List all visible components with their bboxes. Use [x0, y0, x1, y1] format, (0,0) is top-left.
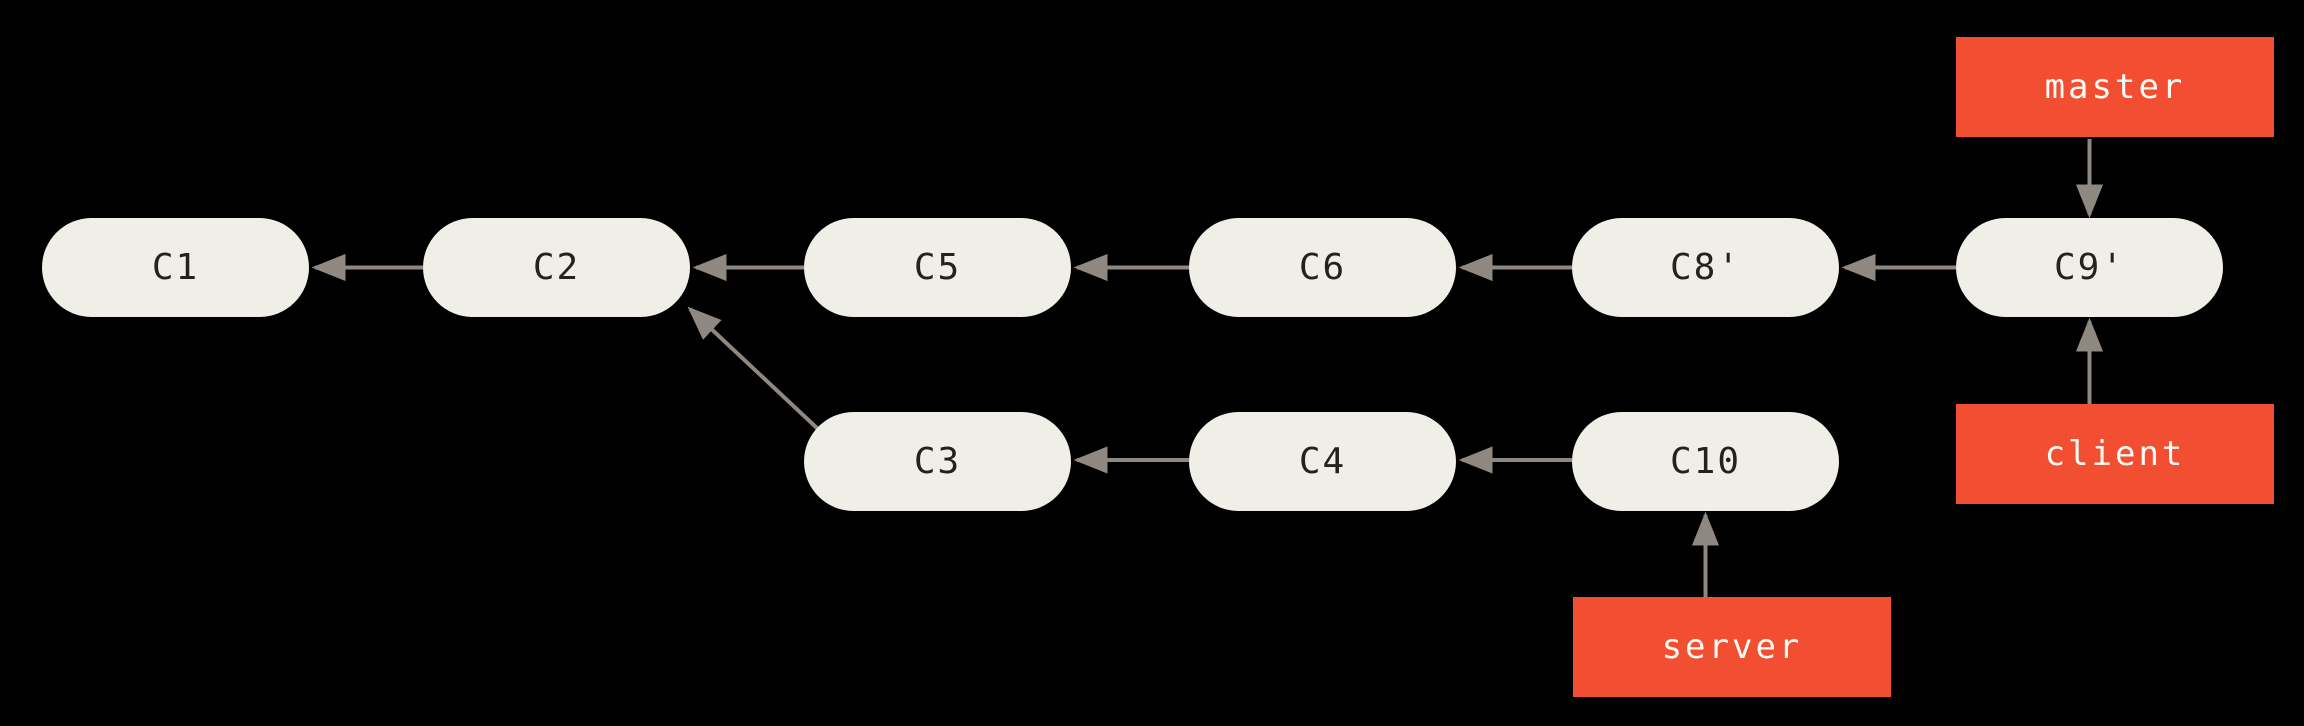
commit-node-c4: C4 — [1189, 412, 1456, 511]
commit-node-c8-prime: C8' — [1572, 218, 1839, 317]
commit-node-c6: C6 — [1189, 218, 1456, 317]
commit-label-c4: C4 — [1298, 441, 1347, 482]
commit-label-c3: C3 — [913, 441, 962, 482]
commit-label-c9-prime: C9' — [2053, 247, 2126, 288]
commit-label-c2: C2 — [532, 247, 581, 288]
branch-box-server: server — [1573, 597, 1891, 697]
commit-node-c10: C10 — [1572, 412, 1839, 511]
branch-box-master: master — [1956, 37, 2274, 137]
commit-label-c5: C5 — [913, 247, 962, 288]
branch-label-client: client — [2044, 434, 2186, 474]
commit-label-c10: C10 — [1669, 441, 1742, 482]
commit-node-c2: C2 — [423, 218, 690, 317]
branch-box-client: client — [1956, 404, 2274, 504]
branch-label-server: server — [1661, 627, 1803, 667]
commit-node-c9-prime: C9' — [1956, 218, 2223, 317]
edge-C3-to-C2 — [687, 306, 820, 431]
commit-node-c5: C5 — [804, 218, 1071, 317]
commit-label-c1: C1 — [151, 247, 200, 288]
commit-label-c8-prime: C8' — [1669, 247, 1742, 288]
commit-node-c3: C3 — [804, 412, 1071, 511]
commit-node-c1: C1 — [42, 218, 309, 317]
commit-label-c6: C6 — [1298, 247, 1347, 288]
branch-label-master: master — [2044, 67, 2186, 107]
